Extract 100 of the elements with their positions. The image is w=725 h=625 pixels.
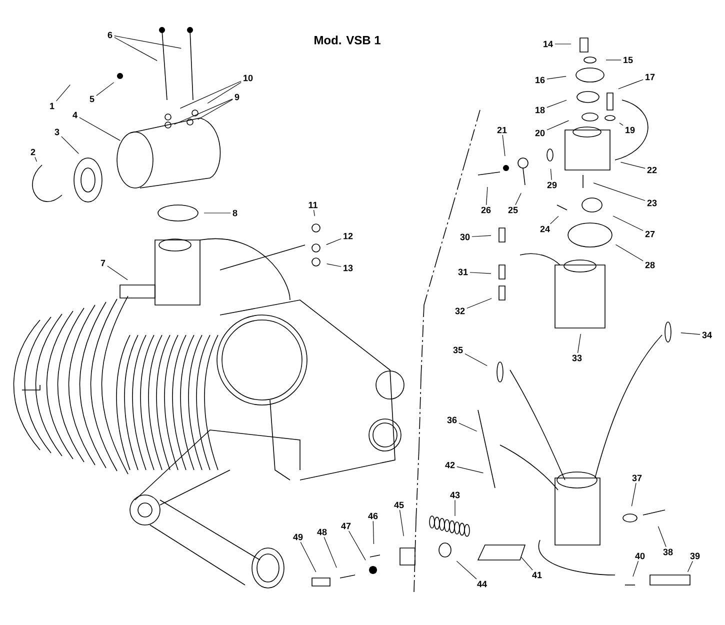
leader-line: [658, 526, 666, 548]
callout-number: 4: [72, 112, 78, 118]
callout-number: 42: [445, 462, 455, 468]
callout-number: 15: [624, 56, 633, 64]
callout-number: 7: [100, 260, 106, 266]
leader-line: [107, 266, 128, 280]
leader-line: [520, 556, 533, 570]
leader-line: [546, 100, 567, 108]
callout-number: 8: [232, 210, 238, 216]
leader-line: [458, 422, 478, 432]
leader-line: [687, 560, 693, 572]
callout-number: 41: [532, 572, 542, 578]
leader-line: [114, 36, 182, 49]
leader-line: [198, 99, 233, 120]
callout-number: 16: [536, 76, 545, 84]
callout-number: 40: [635, 552, 645, 560]
callout-number: 30: [460, 234, 470, 240]
callout-number: 43: [450, 492, 460, 498]
callout-number: 31: [458, 268, 468, 276]
leader-line: [207, 82, 242, 104]
callout-number: 32: [455, 308, 465, 314]
leader-line: [204, 212, 231, 214]
leader-line: [96, 82, 114, 96]
leader-line: [502, 134, 506, 156]
callout-number: 9: [234, 94, 240, 100]
callout-number: 48: [317, 528, 327, 536]
leader-line: [619, 122, 624, 126]
leader-line: [593, 182, 646, 201]
leader-line: [313, 210, 315, 216]
leader-line: [631, 482, 636, 506]
leader-line: [324, 536, 337, 568]
callout-number: 26: [481, 206, 491, 214]
callout-number: 35: [453, 346, 463, 354]
leader-line: [632, 560, 639, 577]
callout-number: 13: [344, 264, 353, 272]
callout-number: 22: [647, 166, 657, 174]
callout-number: 10: [244, 74, 253, 82]
leader-line: [464, 353, 488, 366]
callout-number: 20: [535, 130, 545, 136]
leader-line: [550, 216, 559, 224]
leader-line: [470, 272, 492, 274]
callout-number: 14: [544, 40, 553, 48]
leader-line: [466, 298, 492, 309]
callout-number: 29: [547, 182, 557, 188]
callout-number: 45: [394, 502, 404, 508]
leader-line: [174, 98, 233, 125]
title: Mod. VSB 1: [314, 36, 381, 44]
callout-number: 17: [646, 74, 655, 80]
callout-number: 39: [690, 552, 700, 560]
leader-line: [454, 500, 456, 516]
callout-number: 21: [497, 126, 507, 134]
leader-line: [546, 76, 566, 80]
leader-line: [456, 560, 477, 580]
callout-number: 44: [477, 580, 487, 588]
leader-line: [515, 192, 522, 206]
callout-number: 38: [663, 548, 673, 556]
leader-line: [612, 216, 644, 231]
callout-number: 36: [447, 416, 457, 424]
callout-number: 5: [90, 96, 94, 102]
leader-line: [472, 235, 492, 237]
callout-number: 3: [54, 128, 60, 136]
leader-line: [326, 263, 342, 267]
callout-number: 27: [645, 230, 655, 238]
callout-number: 23: [647, 200, 657, 206]
callout-number: 37: [632, 474, 642, 482]
callout-number: 33: [572, 354, 582, 362]
callout-number: 11: [308, 202, 318, 208]
callout-number: 46: [368, 512, 378, 520]
leader-line: [180, 80, 242, 109]
leader-line: [34, 156, 38, 162]
leader-line: [56, 84, 70, 102]
leader-line: [348, 530, 366, 560]
leader-line: [615, 244, 644, 262]
callout-number: 19: [626, 126, 635, 134]
leader-line: [680, 332, 700, 335]
callout-number: 6: [108, 32, 112, 38]
leader-line: [550, 168, 552, 180]
leader-line: [372, 520, 374, 544]
callout-number: 25: [508, 206, 518, 214]
callout-number: 12: [344, 232, 353, 240]
leader-line: [61, 136, 79, 154]
leader-line: [326, 238, 342, 245]
callout-number: 2: [30, 148, 36, 156]
leader-line: [399, 510, 404, 536]
callout-number: 24: [540, 226, 550, 232]
leader-line: [486, 186, 488, 206]
leader-line: [79, 117, 120, 141]
callout-number: 47: [341, 522, 351, 530]
callout-number: 49: [293, 534, 303, 540]
callout-number: 34: [702, 332, 712, 338]
leader-line: [456, 466, 484, 474]
callout-number: 28: [645, 262, 655, 268]
leader-line: [114, 37, 158, 61]
leader-line: [546, 120, 570, 130]
leader-line: [618, 79, 644, 90]
callout-number: 18: [536, 106, 545, 114]
leader-line: [577, 334, 581, 354]
leader-line: [620, 162, 646, 169]
leader-line: [300, 542, 316, 572]
callout-number: 1: [50, 102, 54, 110]
